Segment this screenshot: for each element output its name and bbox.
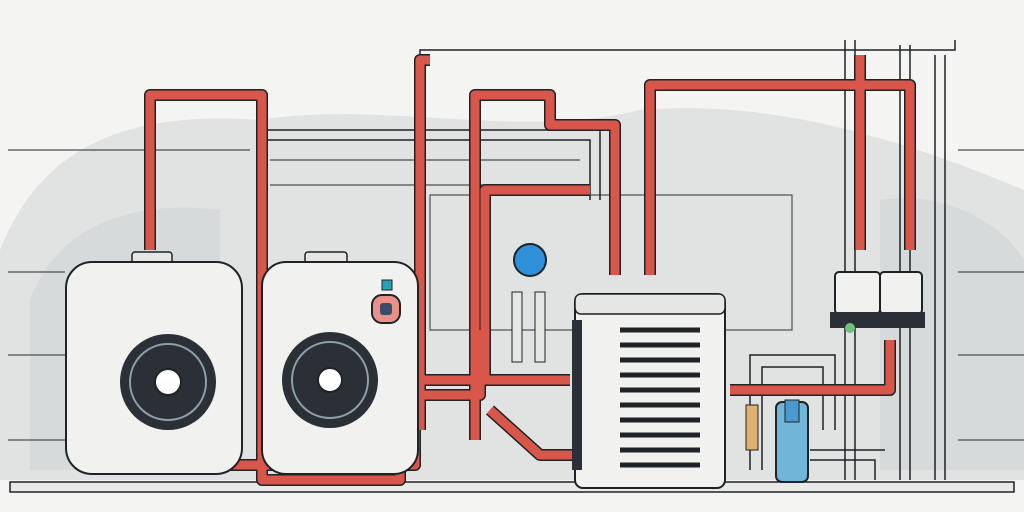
outdoor-unit-middle [261, 251, 419, 475]
central-heat-pump-unit [572, 293, 726, 489]
pressure-gauge [511, 243, 547, 363]
fan-icon [120, 334, 216, 430]
expansion-tank [745, 399, 809, 483]
fan-icon [282, 332, 378, 428]
red-pipes [144, 54, 916, 486]
floor [9, 481, 1015, 493]
vent-grille [620, 327, 700, 468]
outdoor-unit-left [65, 251, 243, 475]
manifold-valves [830, 271, 925, 333]
